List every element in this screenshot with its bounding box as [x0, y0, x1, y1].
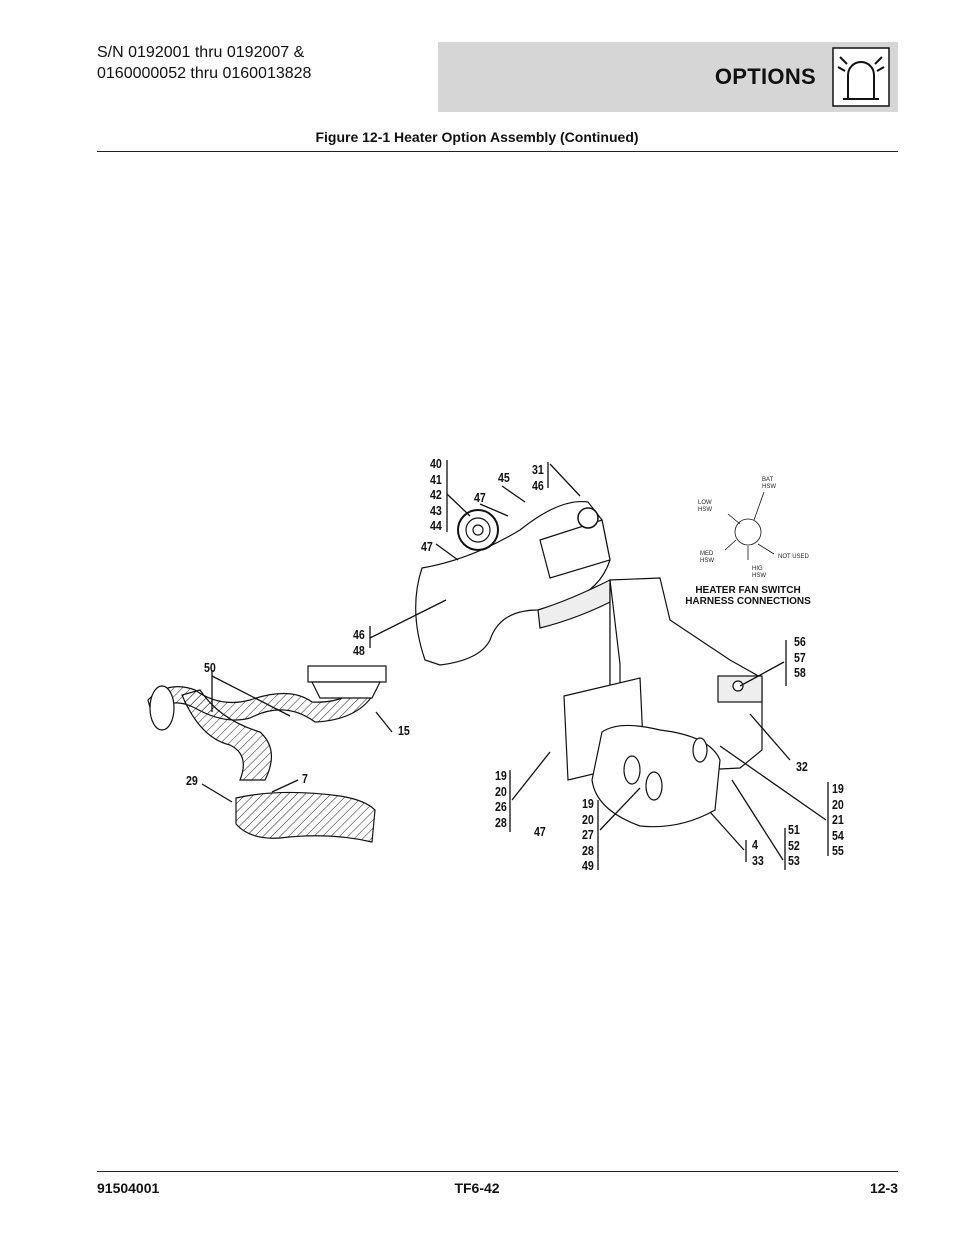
vent-grille: [307, 665, 387, 683]
harness-title: HEATER FAN SWITCH HARNESS CONNECTIONS: [674, 585, 822, 607]
callout-29: 29: [186, 773, 198, 788]
serial-range: S/N 0192001 thru 0192007 & 0160000052 th…: [97, 42, 311, 84]
footer-page-number: 12-3: [869, 1180, 898, 1196]
switch-wiring-diagram: [724, 491, 775, 560]
callout-45: 45: [498, 470, 510, 485]
footer-doc-number: 91504001: [97, 1180, 160, 1196]
callout-19-55: 19 20 21 54 55: [832, 781, 844, 858]
label-hig-hsw: HIG HSW: [752, 566, 766, 579]
serial-line-1: S/N 0192001 thru 0192007 &: [97, 44, 305, 61]
duct-hose: [147, 676, 377, 843]
callout-32: 32: [796, 759, 808, 774]
label-med-hsw: MED HSW: [700, 551, 714, 564]
section-title: OPTIONS: [714, 64, 816, 89]
label-not-used: NOT USED: [778, 554, 809, 560]
callout-47-fan: 47: [474, 490, 486, 505]
heater-housing-upper: [415, 500, 619, 666]
label-low-hsw: LOW HSW: [698, 500, 712, 513]
callout-19-49: 19 20 27 28 49: [582, 796, 594, 873]
callout-4-33: 4 33: [752, 837, 764, 868]
fan-guard: [457, 509, 499, 551]
heater-assembly-diagram: 40 41 42 43 44 45 31 46 47 47 46 48 50 1…: [140, 450, 860, 880]
serial-line-2: 0160000052 thru 0160013828: [97, 65, 312, 82]
header-rule: [97, 151, 898, 152]
heater-assembly-drawing: [147, 460, 829, 870]
section-banner: OPTIONS: [438, 42, 898, 112]
heater-box: [563, 577, 763, 828]
footer-rule: [97, 1171, 898, 1172]
callout-31-46: 31 46: [532, 462, 544, 493]
label-bat-hsw: BAT HSW: [762, 477, 776, 490]
callout-56-58: 56 57 58: [794, 634, 806, 680]
callout-15: 15: [398, 723, 410, 738]
callout-7: 7: [302, 771, 308, 786]
footer-model: TF6-42: [454, 1180, 500, 1196]
callout-19-28: 19 20 26 28: [495, 768, 507, 830]
callout-47-housing: 47: [421, 539, 433, 554]
callout-40-44: 40 41 42 43 44: [430, 456, 442, 533]
harness-title-line-2: HARNESS CONNECTIONS: [685, 596, 811, 607]
harness-title-line-1: HEATER FAN SWITCH: [695, 585, 801, 596]
figure-caption: Figure 12-1 Heater Option Assembly (Cont…: [315, 129, 639, 145]
leader-lines: [201, 460, 829, 870]
callout-51-53: 51 52 53: [788, 822, 800, 868]
options-light-icon: [832, 47, 890, 107]
duct-end: [149, 685, 175, 731]
fan-switch-knob: [732, 680, 744, 692]
callout-47-box: 47: [534, 824, 546, 839]
callout-46-48: 46 48: [353, 627, 365, 658]
callout-50: 50: [204, 660, 216, 675]
